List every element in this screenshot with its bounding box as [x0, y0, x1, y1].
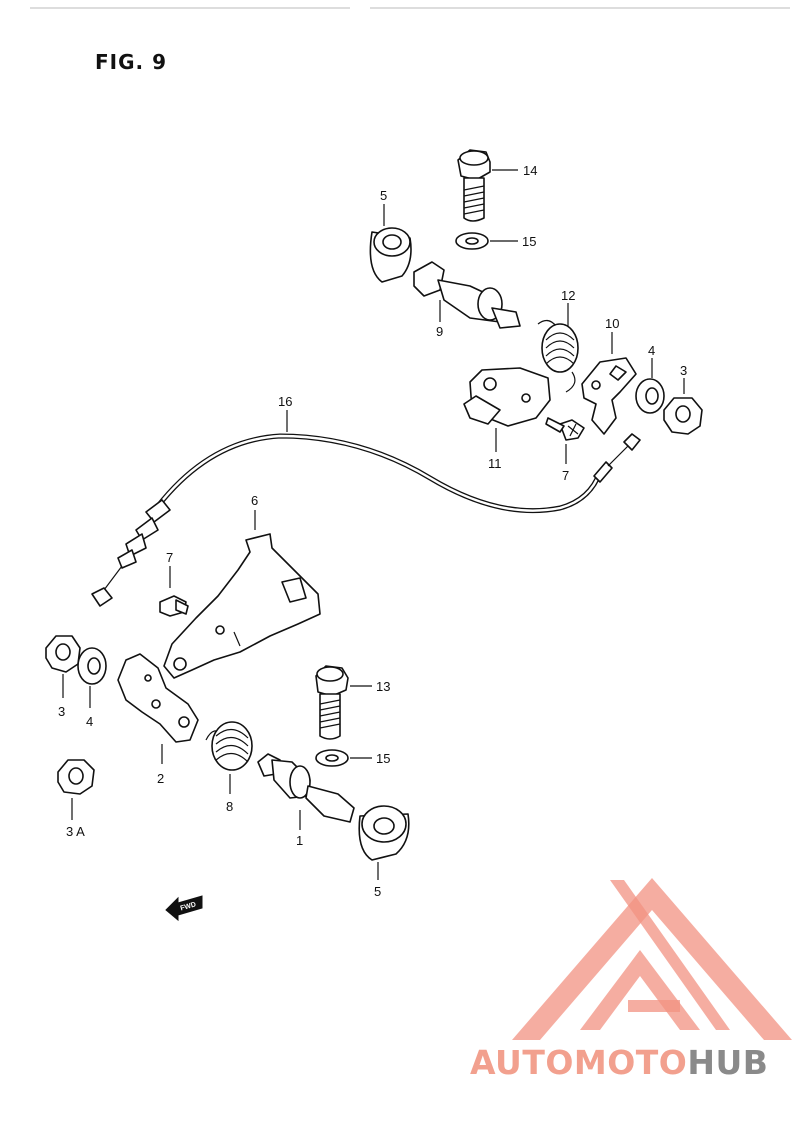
spring-12-drawing — [537, 303, 579, 393]
callout-4-left: 4 — [86, 714, 93, 729]
nut-3-left-drawing — [45, 635, 81, 698]
fwd-arrow-icon: FWD — [165, 895, 203, 922]
callout-14: 14 — [523, 163, 537, 178]
callout-1: 1 — [296, 833, 303, 848]
callout-3A: 3 A — [66, 824, 85, 839]
callout-11: 11 — [488, 456, 502, 471]
callout-6: 6 — [251, 493, 258, 508]
bearing-5-bottom-drawing — [358, 805, 410, 880]
watermark-text-primary: AUTOMOTO — [470, 1043, 688, 1082]
spring-8-drawing — [205, 721, 253, 794]
bracket-11-drawing — [463, 367, 551, 452]
automotohub-watermark: AUTOMOTOHUB — [470, 1046, 768, 1079]
callout-9: 9 — [436, 324, 443, 339]
fwd-arrow-label: FWD — [180, 901, 197, 912]
callout-15-bottom: 15 — [376, 751, 390, 766]
callout-2: 2 — [157, 771, 164, 786]
lever-10-drawing — [581, 332, 637, 435]
callout-16: 16 — [278, 394, 292, 409]
washer-15-bottom-drawing — [315, 749, 372, 767]
automotohub-logo-mark — [512, 878, 792, 1040]
screw-7-left-drawing — [159, 566, 189, 617]
washer-4-left-drawing — [77, 647, 107, 708]
callout-3-left: 3 — [58, 704, 65, 719]
shaft-1-drawing — [257, 753, 355, 830]
bolt-13-drawing — [315, 665, 372, 740]
screw-7-right-drawing — [545, 417, 585, 464]
callout-7-left: 7 — [166, 550, 173, 565]
nut-3-right-drawing — [663, 378, 703, 435]
callout-15-top: 15 — [522, 234, 536, 249]
callout-5-bottom: 5 — [374, 884, 381, 899]
callout-13: 13 — [376, 679, 390, 694]
figure-title: FIG. 9 — [95, 50, 167, 74]
callout-3-right: 3 — [680, 363, 687, 378]
callout-4-right: 4 — [648, 343, 655, 358]
callout-10: 10 — [605, 316, 619, 331]
watermark-text-secondary: HUB — [687, 1043, 769, 1082]
callout-12: 12 — [561, 288, 575, 303]
bracket-6-drawing — [163, 510, 321, 679]
cable-16-drawing — [91, 410, 641, 607]
callout-7-right: 7 — [562, 468, 569, 483]
nut-3A-drawing — [57, 759, 95, 820]
callout-5-top: 5 — [380, 188, 387, 203]
washer-4-right-drawing — [635, 358, 665, 414]
washer-15-top-drawing — [455, 232, 518, 250]
callout-8: 8 — [226, 799, 233, 814]
bearing-5-top-drawing — [369, 204, 412, 283]
lever-2-drawing — [117, 653, 199, 764]
bolt-14-drawing — [457, 149, 518, 222]
shaft-9-drawing — [413, 261, 521, 329]
